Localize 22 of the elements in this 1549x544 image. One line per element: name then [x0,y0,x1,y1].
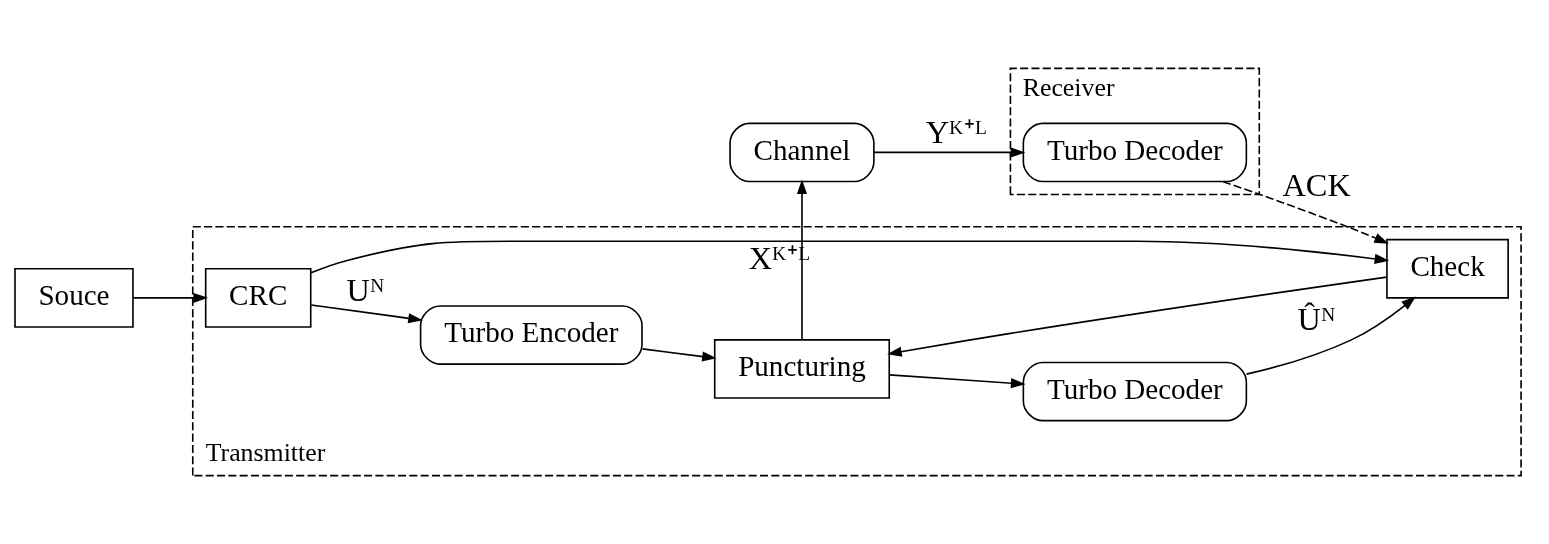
arrow [888,374,1026,389]
arrow [641,348,717,362]
node-box: Turbo Encoder [419,305,643,365]
arrow [310,240,1390,274]
arrow [873,147,1026,158]
arrow [310,304,423,324]
node-box: Channel [729,122,875,183]
node-box: Turbo Decoder [1022,122,1248,183]
edge-label: ACK [1282,167,1351,204]
arrow [1222,180,1389,244]
edge-label: Ûᴺ [1297,301,1336,338]
edge-label: Uᴺ [346,272,385,309]
node-box: Puncturing [713,339,891,399]
arrow [887,276,1388,357]
node-box: Turbo Decoder [1022,361,1248,422]
arrow [1245,296,1416,375]
arrow [796,179,808,341]
arrow [132,292,208,303]
node-box: Check [1386,238,1509,299]
node-box: CRC [204,267,312,328]
node-box: Souce [14,267,134,328]
edge-label: Yᴷ⁺ᴸ [925,113,987,150]
